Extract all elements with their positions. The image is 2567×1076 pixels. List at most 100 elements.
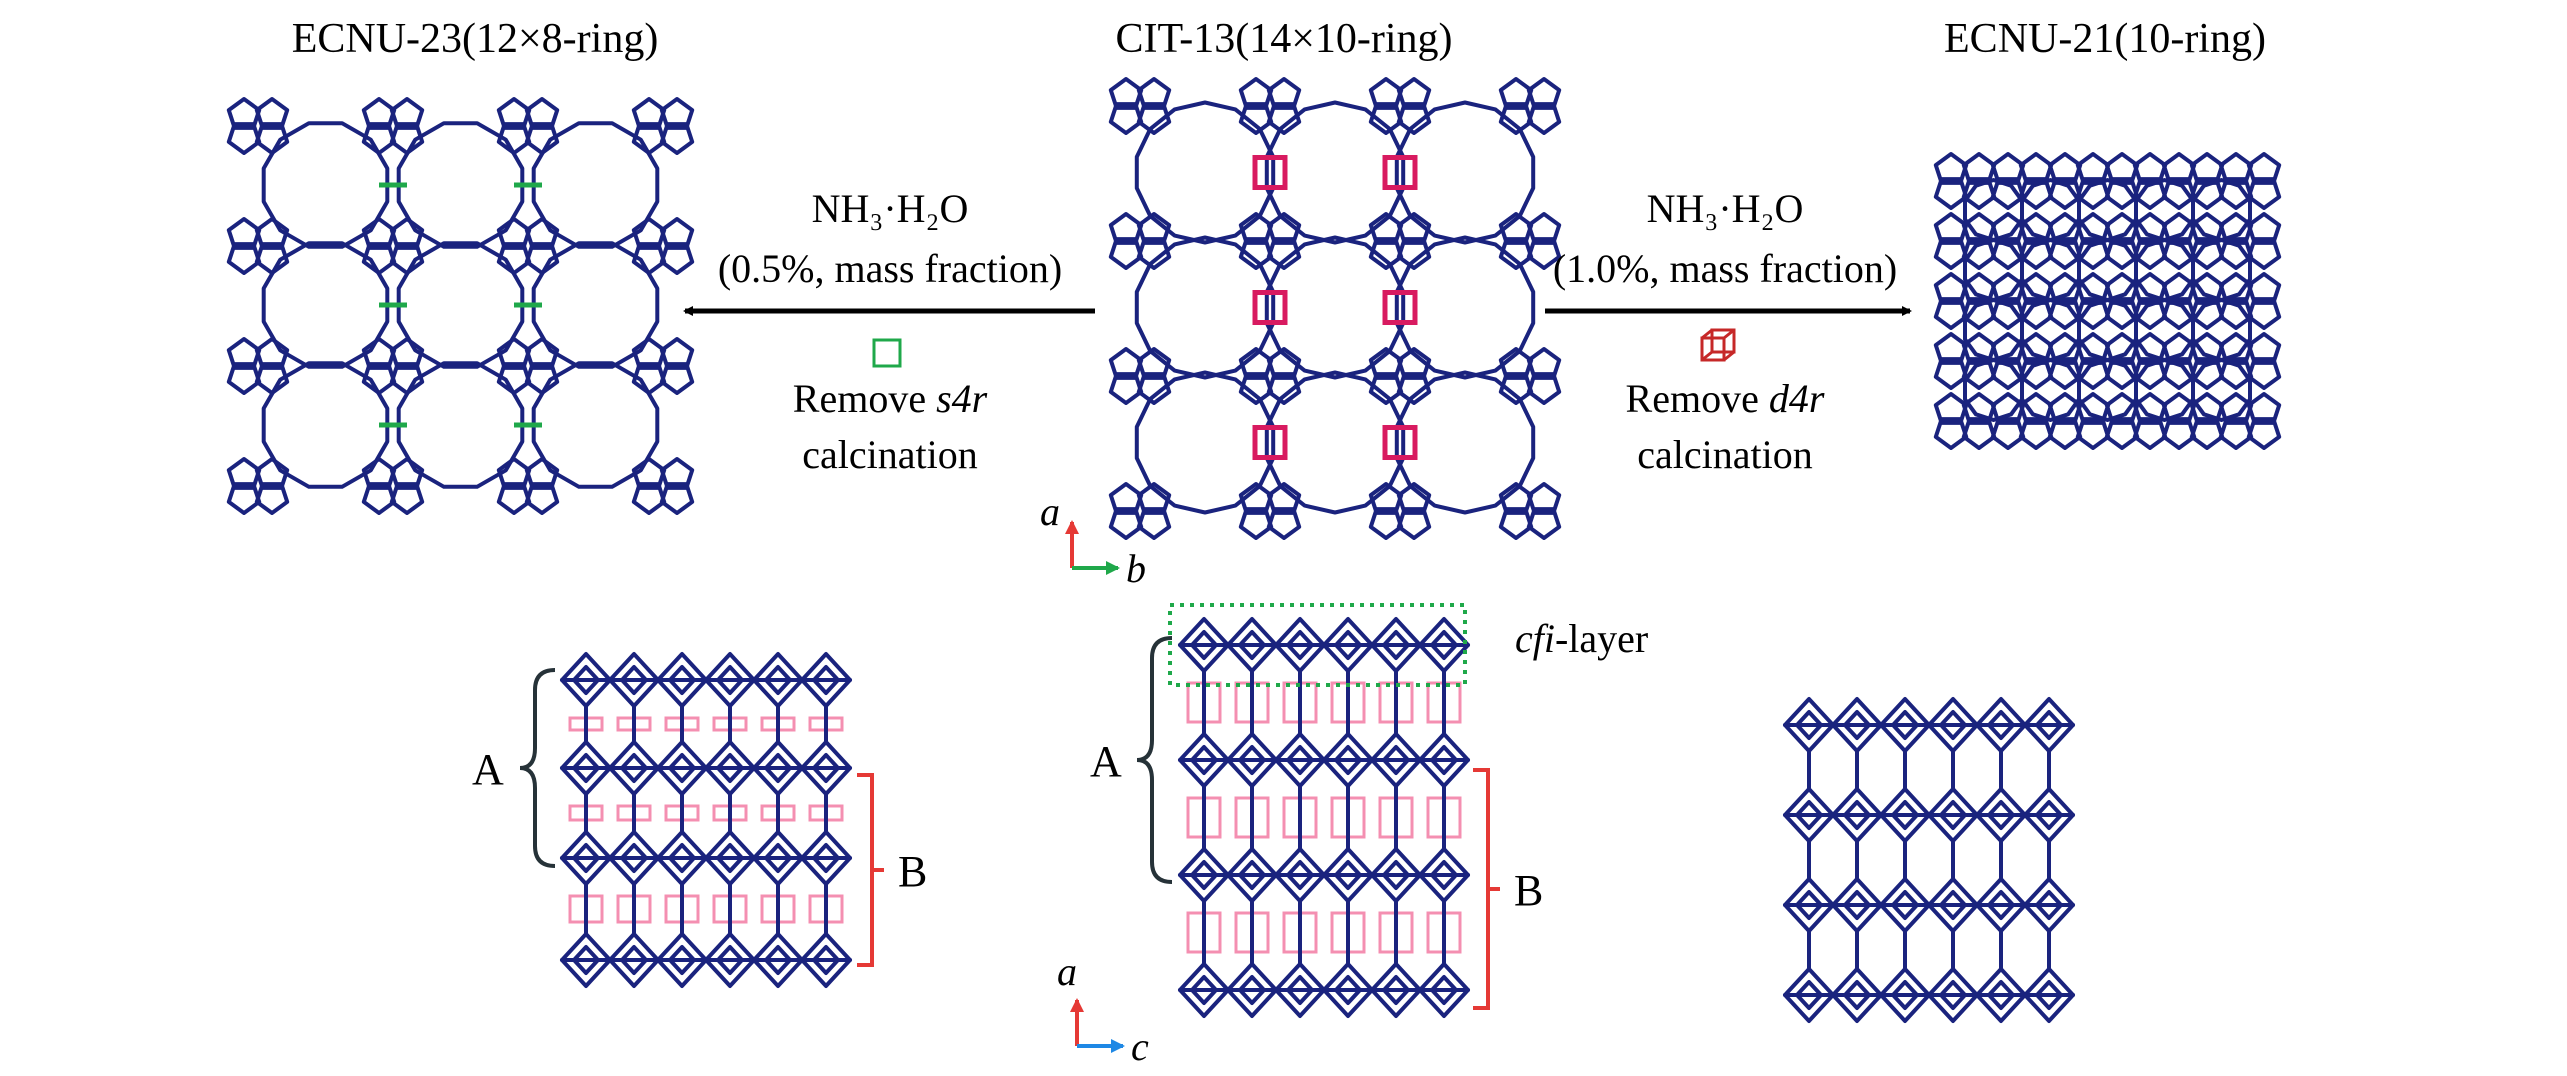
five-ring [2132, 417, 2168, 450]
cfi-unit [1927, 967, 1979, 1023]
cfi-inner-ring [1987, 890, 2015, 920]
cfi-inner-ring [1430, 975, 1458, 1005]
five-ring [1266, 507, 1302, 540]
cfi-unit [1418, 962, 1470, 1018]
five-ring [1396, 507, 1432, 540]
five-ring [2246, 357, 2282, 390]
five-ring [659, 97, 695, 130]
five-ring [2018, 332, 2054, 365]
cfi-unit [1783, 967, 1835, 1023]
cfi-inner-ring [668, 843, 696, 873]
five-ring [2189, 272, 2225, 305]
five-ring [1136, 237, 1172, 270]
cfi-inner-ring [572, 945, 600, 975]
five-ring [389, 242, 425, 275]
five-ring [2189, 212, 2225, 245]
cfi-inner-ring [1987, 710, 2015, 740]
five-ring [524, 457, 560, 490]
five-ring [2246, 272, 2282, 305]
left-reagent: NH₃·H₂O [812, 186, 969, 231]
cfi-inner-ring [716, 753, 744, 783]
cfi-inner-ring [1939, 890, 1967, 920]
channel-ring [261, 241, 390, 369]
cit-13-framework-side [1178, 617, 1470, 1018]
five-ring [1266, 77, 1302, 110]
five-ring [2075, 272, 2111, 305]
four-ring-unit [1382, 155, 1418, 190]
five-ring [254, 362, 290, 395]
channel-ring [261, 121, 390, 249]
five-ring [524, 337, 560, 370]
channel-ring [261, 361, 390, 489]
five-ring [2132, 332, 2168, 365]
cfi-inner-ring [1238, 975, 1266, 1005]
cfi-inner-ring [1286, 860, 1314, 890]
five-ring [659, 242, 695, 275]
cfi-inner-ring [668, 753, 696, 783]
five-ring [2132, 392, 2168, 425]
five-ring [659, 482, 695, 515]
cfi-inner-ring [764, 665, 792, 695]
five-ring [1396, 212, 1432, 245]
cfi-inner-ring [1843, 710, 1871, 740]
five-ring [389, 362, 425, 395]
five-ring [1526, 212, 1562, 245]
cfi-inner-ring [1238, 630, 1266, 660]
five-ring [2189, 392, 2225, 425]
five-ring [1136, 77, 1172, 110]
cfi-inner-ring [1190, 860, 1218, 890]
cfi-inner-ring [1334, 975, 1362, 1005]
channel-ring [1134, 100, 1276, 245]
five-ring [389, 337, 425, 370]
five-ring [524, 122, 560, 155]
five-ring [1961, 212, 1997, 245]
cfi-inner-ring [1430, 630, 1458, 660]
five-ring [2018, 177, 2054, 210]
five-ring [2018, 357, 2054, 390]
five-ring [2018, 212, 2054, 245]
bracket-b-left [857, 773, 884, 967]
five-ring [2246, 152, 2282, 185]
cfi-inner-ring [668, 665, 696, 695]
channel-ring [1134, 370, 1276, 515]
five-ring [2018, 417, 2054, 450]
five-ring [389, 457, 425, 490]
cfi-inner-ring [716, 665, 744, 695]
cfi-inner-ring [1334, 745, 1362, 775]
five-ring [2075, 152, 2111, 185]
five-ring [2075, 357, 2111, 390]
five-ring [2246, 332, 2282, 365]
five-ring [2132, 237, 2168, 270]
cfi-inner-ring [572, 665, 600, 695]
four-ring-unit [1382, 425, 1418, 460]
cfi-inner-ring [620, 665, 648, 695]
cfi-inner-ring [1987, 980, 2015, 1010]
bracket-b-center [1473, 768, 1500, 1010]
cfi-inner-ring [812, 665, 840, 695]
five-ring [2246, 177, 2282, 210]
cfi-unit [1879, 967, 1931, 1023]
five-ring [2075, 212, 2111, 245]
left-calcination: calcination [802, 432, 977, 477]
five-ring [1396, 77, 1432, 110]
five-ring [2246, 297, 2282, 330]
five-ring [2189, 297, 2225, 330]
bracket-b-label-left: B [898, 847, 927, 896]
five-ring [1961, 332, 1997, 365]
cfi-inner-ring [1939, 800, 1967, 830]
five-ring [2075, 297, 2111, 330]
five-ring [254, 217, 290, 250]
left-concentration: (0.5%, mass fraction) [718, 246, 1062, 291]
cfi-inner-ring [1190, 975, 1218, 1005]
cit-13-framework-top [1108, 77, 1562, 540]
cfi-unit [2023, 967, 2075, 1023]
channel-ring [531, 241, 660, 369]
cfi-unit [656, 932, 708, 988]
five-ring [254, 242, 290, 275]
bracket-b-label-center: B [1514, 866, 1543, 915]
cfi-inner-ring [2035, 890, 2063, 920]
five-ring [1136, 102, 1172, 135]
five-ring [1526, 77, 1562, 110]
cfi-unit [704, 932, 756, 988]
